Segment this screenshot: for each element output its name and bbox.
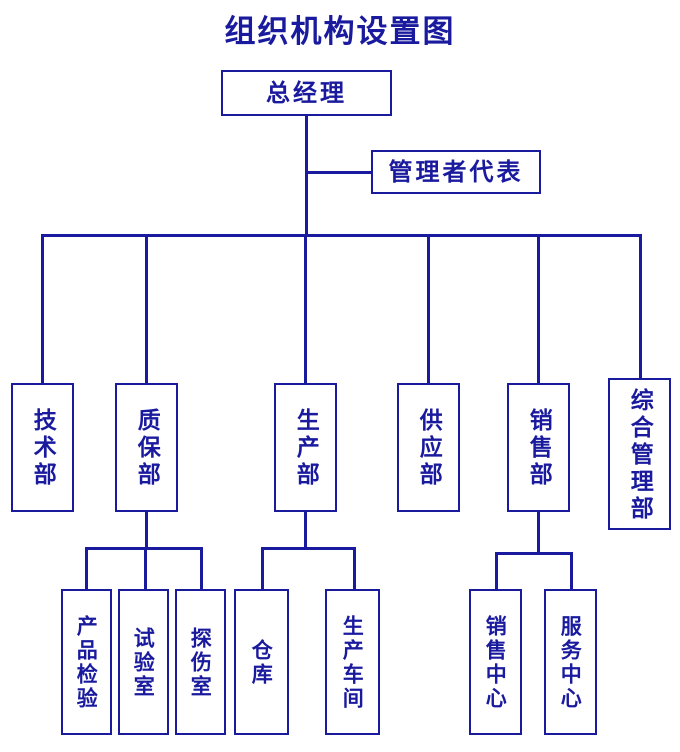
node-department-technology[interactable]: 技术部: [11, 383, 74, 512]
node-department-production[interactable]: 生产部: [274, 383, 337, 512]
connector-drop-tech: [41, 234, 44, 383]
connector-gm-to-management-rep: [305, 171, 373, 174]
node-service-center[interactable]: 服务中心: [544, 589, 597, 735]
connector-production-bus: [261, 547, 356, 550]
page-title: 组织机构设置图: [224, 14, 456, 50]
node-warehouse[interactable]: 仓库: [234, 589, 289, 735]
node-laboratory[interactable]: 试验室: [118, 589, 169, 735]
node-flaw-detection-room[interactable]: 探伤室: [175, 589, 226, 735]
connector-drop-lab: [144, 547, 147, 590]
node-department-quality[interactable]: 质保部: [115, 383, 178, 512]
connector-sales-bus: [495, 552, 573, 555]
node-management-representative[interactable]: 管理者代表: [371, 150, 541, 194]
connector-drop-sales: [537, 234, 540, 383]
node-product-inspection[interactable]: 产品检验: [61, 589, 112, 735]
connector-main-bus: [41, 234, 642, 237]
connector-drop-flaw-detection: [200, 547, 203, 590]
connector-drop-workshop: [353, 547, 356, 590]
connector-drop-supply: [427, 234, 430, 383]
connector-production-stem: [304, 512, 307, 549]
node-department-administration[interactable]: 综合管理部: [608, 378, 671, 530]
connector-drop-service-center: [570, 552, 573, 590]
connector-drop-warehouse: [261, 547, 264, 590]
connector-drop-product-inspection: [85, 547, 88, 590]
node-department-sales[interactable]: 销售部: [507, 383, 570, 512]
node-general-manager[interactable]: 总经理: [221, 70, 392, 116]
node-department-supply[interactable]: 供应部: [397, 383, 460, 512]
connector-drop-sales-center: [495, 552, 498, 590]
connector-drop-quality: [145, 234, 148, 383]
node-sales-center[interactable]: 销售中心: [469, 589, 522, 735]
node-production-workshop[interactable]: 生产车间: [325, 589, 380, 735]
connector-drop-production: [304, 234, 307, 383]
connector-sales-stem: [537, 512, 540, 554]
connector-gm-spine: [305, 116, 308, 236]
connector-drop-admin: [639, 234, 642, 378]
connector-quality-stem: [145, 512, 148, 549]
